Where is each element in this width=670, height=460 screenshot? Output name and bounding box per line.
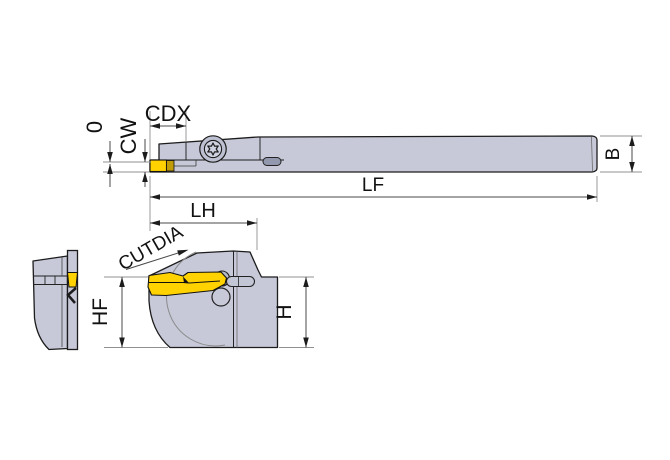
end-view-front-face: [32, 249, 79, 351]
extension-lines-top-view: [103, 111, 642, 250]
arrowhead-hf-top: [119, 277, 125, 287]
arrowhead-cdx-right: [176, 123, 186, 129]
arrowhead-b-top: [629, 136, 635, 146]
arrowhead-zero-top: [107, 152, 113, 162]
insert-detail-view: [147, 271, 228, 297]
arrowheads-detail-view: [119, 249, 309, 348]
label-h: H: [273, 304, 296, 319]
arrowhead-hf-bottom: [119, 337, 125, 348]
torx-clamp-screw: [199, 135, 227, 163]
top-view-side-profile: [149, 135, 598, 173]
end-view-clamp-chevron: [66, 287, 77, 304]
detail-view-head: [147, 250, 279, 349]
coolant-slot: [262, 157, 282, 166]
label-cdx: CDX: [145, 101, 192, 126]
clamp-screw-head-lower: [211, 287, 231, 307]
insert-front-top-view: [149, 159, 168, 173]
arrowhead-b-bottom: [629, 162, 635, 172]
dimension-lines-detail-view: [121, 250, 307, 348]
screw-inner-circle: [203, 139, 223, 159]
insert-detail-notch: [183, 276, 189, 283]
torx-socket-icon: [207, 142, 219, 156]
shank-end-chamfer-line: [591, 136, 593, 172]
arrowhead-lh-left: [150, 220, 160, 226]
label-lh: LH: [190, 200, 216, 222]
end-view-body: [32, 255, 69, 351]
arrowhead-cw-bottom: [142, 172, 148, 182]
arrowhead-cw-top: [142, 152, 148, 162]
extension-lines-detail-view: [104, 276, 314, 348]
arrowhead-lf-right: [587, 194, 597, 200]
arrowhead-cdx-left: [150, 123, 160, 129]
label-lf: LF: [362, 175, 384, 196]
arrowheads-top-view: [107, 123, 635, 226]
cut-diameter-arc: [166, 251, 226, 347]
arrowhead-h-bottom: [303, 337, 309, 348]
arrowhead-lh-right: [247, 220, 257, 226]
insert-rear-top-view: [166, 160, 175, 172]
arrowhead-h-top: [303, 277, 309, 287]
label-b: B: [603, 148, 624, 161]
label-hf: HF: [89, 298, 112, 326]
label-zero: 0: [82, 121, 107, 133]
end-view-insert: [66, 272, 79, 288]
label-cw: CW: [116, 117, 141, 154]
top-view-dimensions: CDX CW 0 LF B LH: [82, 101, 642, 250]
cutdia-leader-line: [125, 250, 187, 270]
arrowhead-zero-bottom: [107, 164, 113, 174]
arrowhead-lf-left: [150, 194, 160, 200]
arrowhead-cutdia: [177, 249, 189, 256]
holder-body-outline: [149, 135, 598, 173]
clamp-screw-shaft: [225, 275, 256, 288]
